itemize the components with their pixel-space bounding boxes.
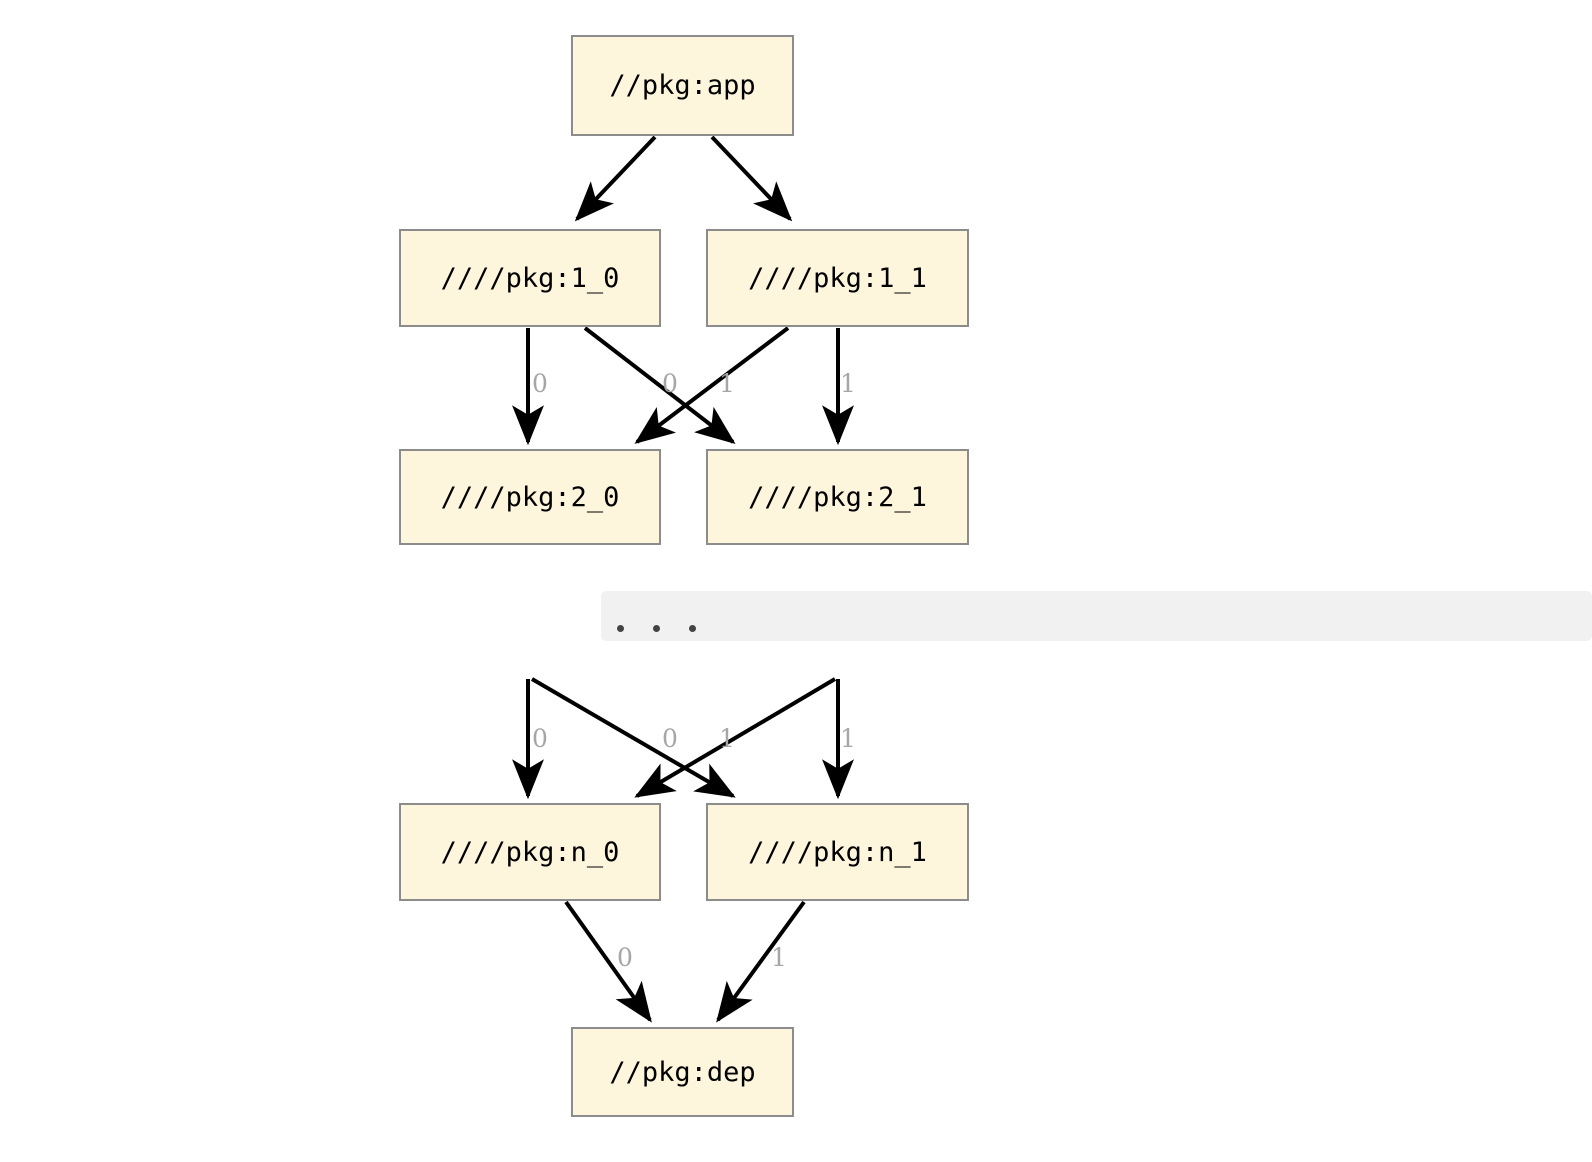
edge-label-n_0-to-dep: 0 (617, 943, 633, 972)
edge-app-to-1_1 (710, 135, 793, 222)
edge-truncated-cross-to-n_1 (530, 677, 736, 798)
node-pkg-1_1[interactable]: ////pkg:1_1 (706, 229, 969, 327)
node-pkg-n_0-label: ////pkg:n_0 (440, 836, 620, 868)
edge-label-1_1-to-2_0: 1 (719, 369, 735, 398)
truncation-indicator (601, 591, 1592, 641)
node-pkg-2_1-label: ////pkg:2_1 (748, 481, 927, 513)
ellipsis-dot-3 (689, 625, 696, 632)
node-pkg-1_1-label: ////pkg:1_1 (748, 262, 927, 294)
edge-label-truncated-to-n_1: 1 (840, 724, 856, 753)
edge-n_1-to-dep (716, 900, 806, 1023)
edge-label-1_0-to-2_1: 0 (662, 369, 678, 398)
edge-label-n_1-to-dep: 1 (771, 943, 787, 972)
edge-label-1_1-to-2_1: 1 (840, 369, 856, 398)
edge-label-1_0-to-2_0: 0 (532, 369, 548, 398)
edge-label-truncated-cross-to-n_1: 0 (662, 724, 678, 753)
edge-n_0-to-dep (564, 900, 652, 1023)
node-dep-label: //pkg:dep (609, 1056, 756, 1088)
edge-1_0-to-2_1 (583, 326, 736, 444)
node-pkg-2_1[interactable]: ////pkg:2_1 (706, 449, 969, 545)
ellipsis-dot-1 (617, 625, 624, 632)
node-pkg-n_1[interactable]: ////pkg:n_1 (706, 803, 969, 901)
node-pkg-2_0-label: ////pkg:2_0 (440, 481, 620, 513)
node-pkg-1_0[interactable]: ////pkg:1_0 (399, 229, 661, 327)
edge-1_1-to-2_0 (634, 326, 790, 444)
node-pkg-2_0[interactable]: ////pkg:2_0 (399, 449, 661, 545)
ellipsis-dots (617, 625, 696, 632)
node-app[interactable]: //pkg:app (571, 35, 794, 136)
node-pkg-n_0[interactable]: ////pkg:n_0 (399, 803, 661, 901)
ellipsis-dot-2 (653, 625, 660, 632)
node-pkg-1_0-label: ////pkg:1_0 (440, 262, 620, 294)
edge-label-truncated-to-n_0: 0 (532, 724, 548, 753)
node-app-label: //pkg:app (609, 70, 756, 101)
edge-label-truncated-cross-to-n_0: 1 (719, 724, 735, 753)
node-dep[interactable]: //pkg:dep (571, 1027, 794, 1117)
edge-app-to-1_0 (574, 135, 657, 222)
node-pkg-n_1-label: ////pkg:n_1 (748, 836, 927, 868)
